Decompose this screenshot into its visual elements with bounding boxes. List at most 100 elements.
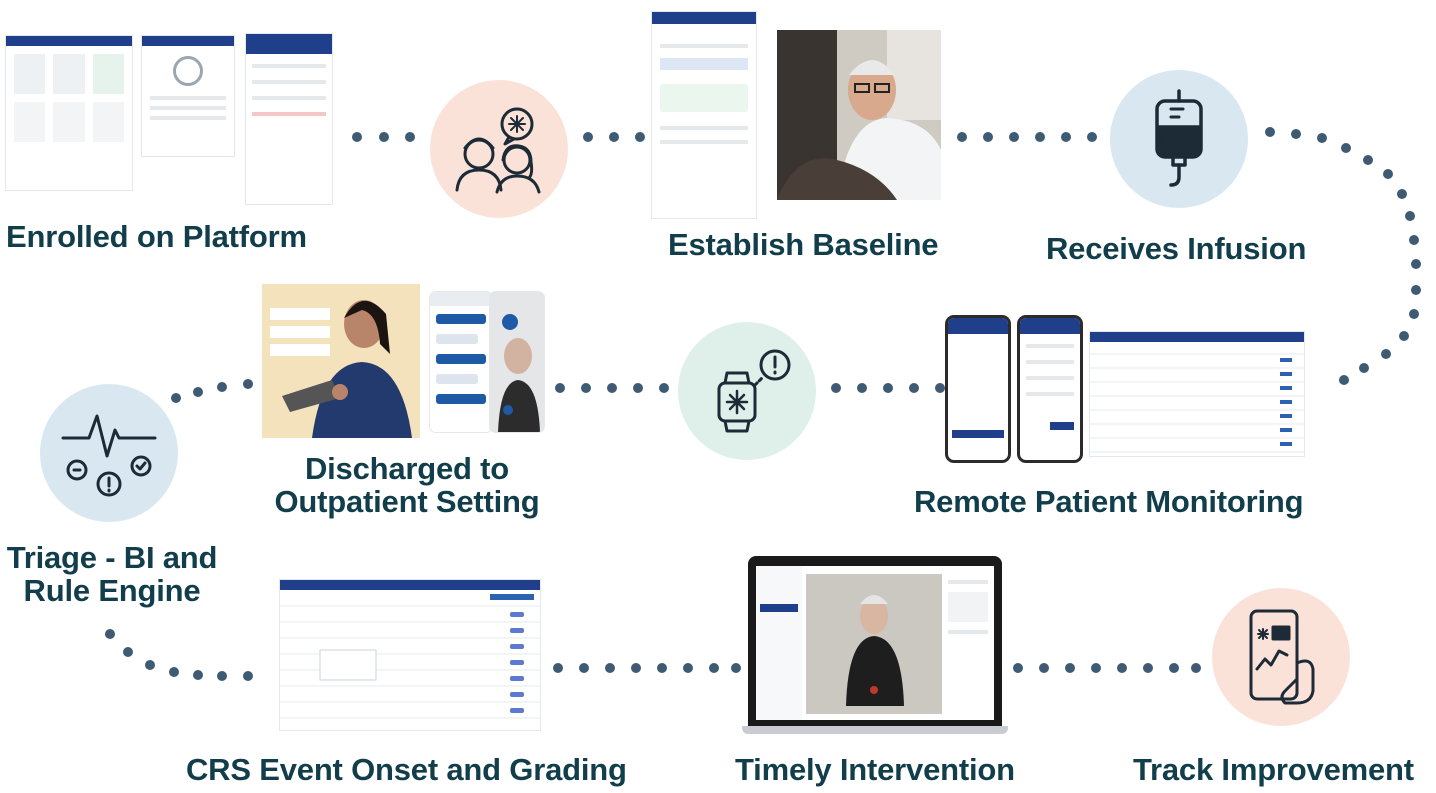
path-dot [883,383,893,393]
path-dot [1405,211,1415,221]
path-dot [583,132,593,142]
path-dot [1143,663,1153,673]
discharged-line-2: Outpatient Setting [274,484,540,519]
telehealth-laptop [742,556,1008,736]
phone-chart-icon [1249,609,1315,705]
path-dot [1409,235,1419,245]
path-dot [243,379,253,389]
path-dot [169,667,179,677]
path-dot [1091,663,1101,673]
path-dot [657,663,667,673]
track-circle [1212,588,1350,726]
path-dot [633,383,643,393]
smartwatch-circle [678,322,816,460]
path-dot [831,383,841,393]
crs-grading-dashboard [280,580,540,730]
path-dot [1087,132,1097,142]
step-label-crs: CRS Event Onset and Grading [186,752,627,787]
path-dot [555,383,565,393]
path-dot [631,663,641,673]
path-dot [935,383,945,393]
path-dot [1035,132,1045,142]
doctor-consultation-photo [777,30,941,200]
enrollment-screen-progress [142,36,234,156]
path-dot [1117,663,1127,673]
step-label-rpm: Remote Patient Monitoring [914,484,1304,519]
path-dot [1039,663,1049,673]
path-dot [1169,663,1179,673]
path-dot [1317,133,1327,143]
path-dot [193,387,203,397]
path-dot [1061,132,1071,142]
path-dot [1383,169,1393,179]
path-dot [983,132,993,142]
path-dot [553,663,563,673]
path-dot [1013,663,1023,673]
enrollment-screen-mobile [246,34,332,204]
patient-video-phone [490,292,544,432]
path-dot [193,670,203,680]
path-dot [659,383,669,393]
patient-chat-phone [430,292,492,432]
triage-line-1: Triage - BI and [6,540,218,575]
care-team-circle [430,80,568,218]
path-dot [607,383,617,393]
path-dot [1411,285,1421,295]
step-label-triage: Triage - BI and Rule Engine [0,541,224,607]
baseline-mobile-screen [652,12,756,218]
step-label-track: Track Improvement [1133,752,1414,787]
triage-line-2: Rule Engine [23,573,201,608]
path-dot [581,383,591,393]
path-dot [857,383,867,393]
rpm-dashboard-table [1090,332,1304,456]
step-label-infusion: Receives Infusion [1046,231,1307,266]
iv-bag-icon [1155,89,1203,187]
path-dot [171,393,181,403]
path-dot [579,663,589,673]
path-dot [1363,155,1373,165]
path-dot [1399,331,1409,341]
path-dot [1397,189,1407,199]
path-dot [1265,127,1275,137]
path-dot [731,663,741,673]
path-dot [609,132,619,142]
path-dot [605,663,615,673]
infusion-circle [1110,70,1248,208]
path-dot [105,629,115,639]
path-dot [1009,132,1019,142]
path-dot [1291,129,1301,139]
nurse-tablet-photo [262,284,420,438]
path-dot [957,132,967,142]
path-dot [683,663,693,673]
triage-circle [40,384,178,522]
smartwatch-alert-icon [717,349,791,433]
path-dot [1411,259,1421,269]
path-dot [352,132,362,142]
path-dot [1339,375,1349,385]
path-dot [1409,309,1419,319]
path-dot [379,132,389,142]
vitals-alert-icon [61,414,157,497]
step-label-discharged: Discharged to Outpatient Setting [262,452,552,518]
enrollment-screen-dashboard [6,36,132,190]
path-dot [1359,363,1369,373]
path-dot [405,132,415,142]
path-dot [1191,663,1201,673]
path-dot [709,663,719,673]
path-dot [243,671,253,681]
step-label-intervention: Timely Intervention [735,752,1015,787]
step-label-baseline: Establish Baseline [668,227,939,262]
path-dot [1065,663,1075,673]
path-dot [217,671,227,681]
path-dot [145,660,155,670]
path-dot [909,383,919,393]
path-dot [217,382,227,392]
rpm-phone-2 [1020,318,1080,460]
care-team-icon [455,107,541,194]
path-dot [635,132,645,142]
path-dot [1381,349,1391,359]
path-dot [1341,143,1351,153]
step-label-enrolled: Enrolled on Platform [6,219,307,254]
discharged-line-1: Discharged to [304,451,510,486]
